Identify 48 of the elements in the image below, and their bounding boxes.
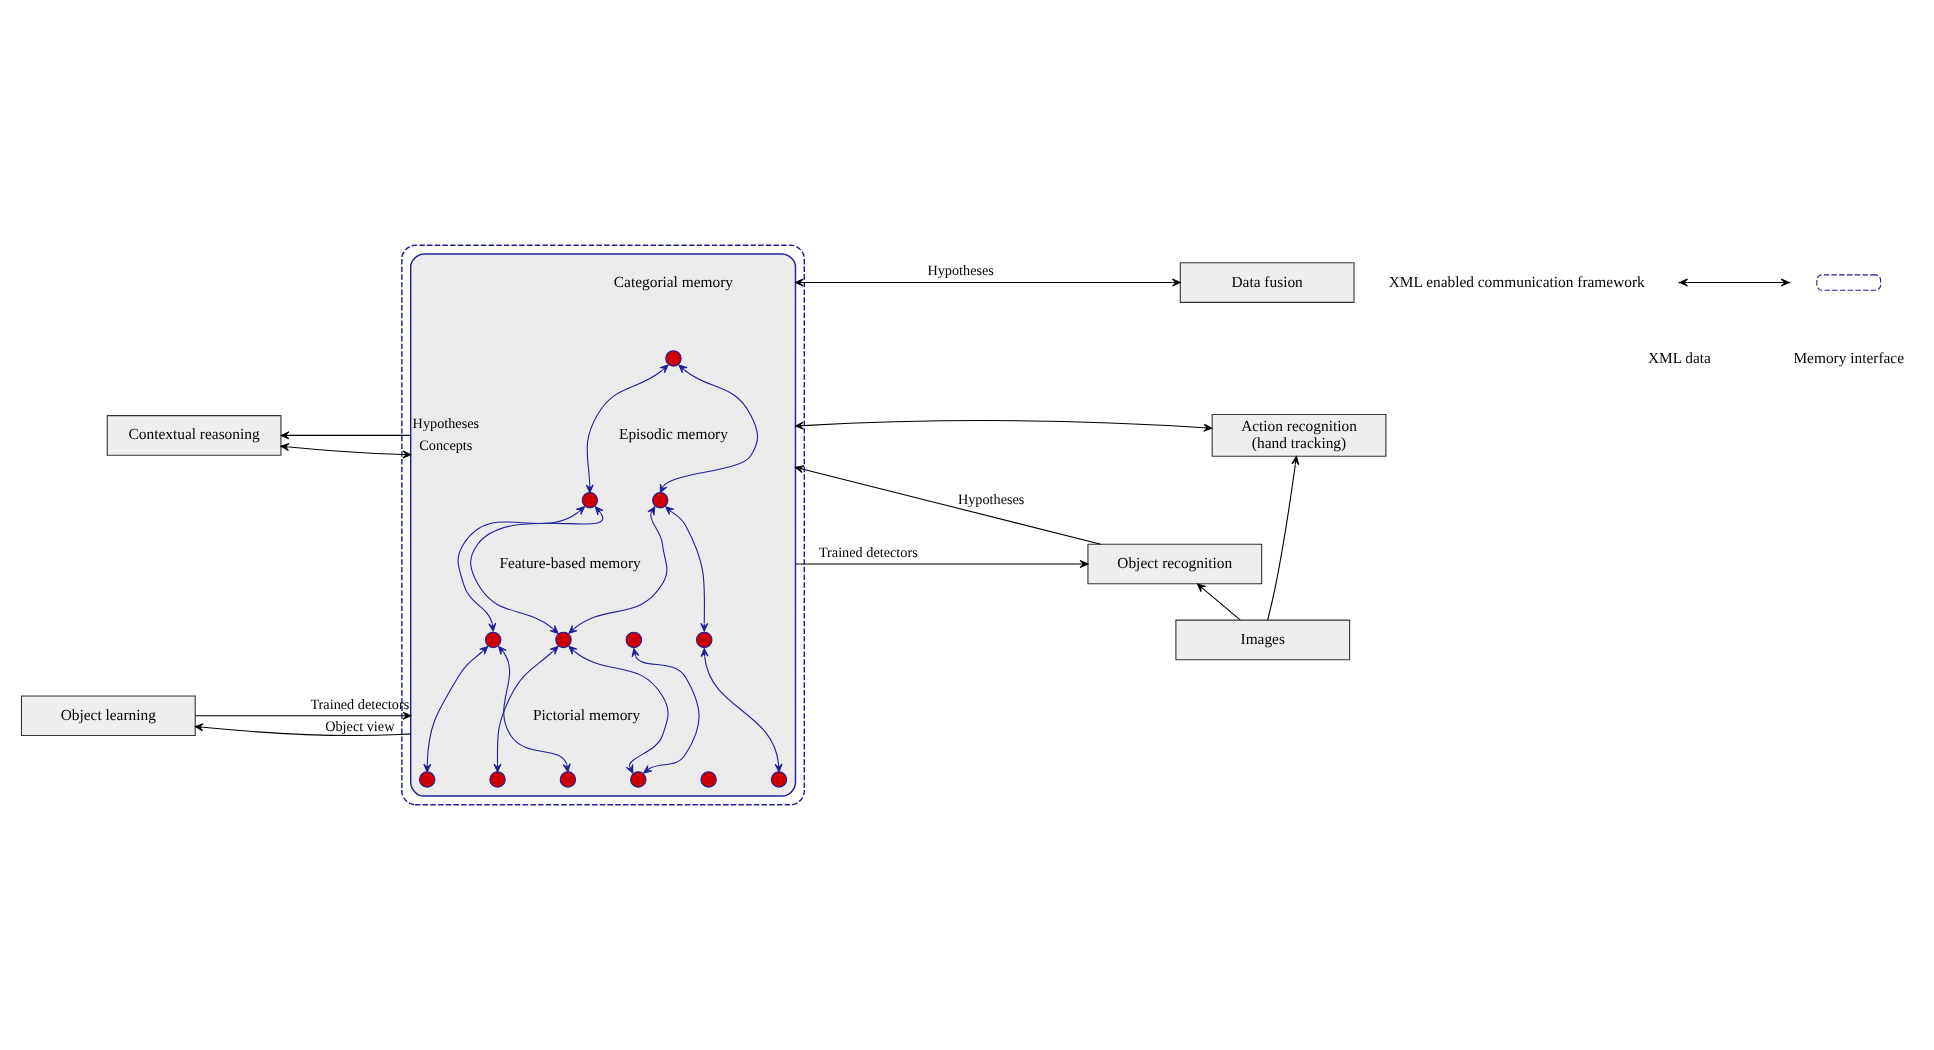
node-box: Images <box>1175 619 1351 661</box>
node-circle <box>696 631 713 649</box>
node-box: Data fusion <box>1179 262 1355 303</box>
node-circle <box>559 771 577 788</box>
arrow <box>794 420 1213 432</box>
arrow <box>470 506 604 634</box>
arrow <box>194 723 412 737</box>
arrow <box>457 506 585 632</box>
arrow <box>794 278 1181 287</box>
arrow <box>194 711 412 720</box>
node-circle <box>652 492 669 509</box>
node-box: Contextual reasoning <box>106 415 282 456</box>
arrow <box>498 645 571 773</box>
node-circle <box>700 771 717 788</box>
node-box: Action recognition (hand tracking) <box>1211 413 1387 457</box>
node-text: Episodic memory <box>619 425 728 444</box>
node-circle <box>630 771 647 788</box>
node-text: Feature-based memory <box>499 554 641 573</box>
node-text: Categorial memory <box>613 272 734 291</box>
node-circle <box>489 771 506 788</box>
node-box: Object recognition <box>1087 543 1263 585</box>
arrow <box>659 364 759 494</box>
arrow <box>794 560 1089 569</box>
arrow <box>700 648 783 773</box>
arrow <box>1196 583 1241 621</box>
legend-label: Memory interface <box>1793 348 1905 367</box>
node-text: Pictorial memory <box>533 705 641 724</box>
arrow <box>665 506 709 632</box>
arrow <box>1267 456 1300 621</box>
arrow <box>280 431 412 440</box>
node-box: Object learning <box>20 695 196 737</box>
arrow <box>280 443 412 459</box>
arrow <box>423 645 489 773</box>
node-circle <box>625 631 643 649</box>
node-circle <box>418 771 436 788</box>
arrow <box>631 648 700 774</box>
arrow <box>493 645 559 773</box>
label: XML enabled communication framework <box>1388 272 1645 291</box>
arrow <box>568 506 668 634</box>
arrow <box>794 465 1102 545</box>
node-circle <box>581 492 599 509</box>
arrow <box>568 645 669 774</box>
arrow <box>585 364 669 494</box>
node-circle <box>770 771 788 788</box>
node-circle <box>665 350 682 367</box>
legend-label: XML data <box>1647 348 1711 367</box>
node-circle <box>555 631 572 649</box>
node-circle <box>484 631 502 649</box>
